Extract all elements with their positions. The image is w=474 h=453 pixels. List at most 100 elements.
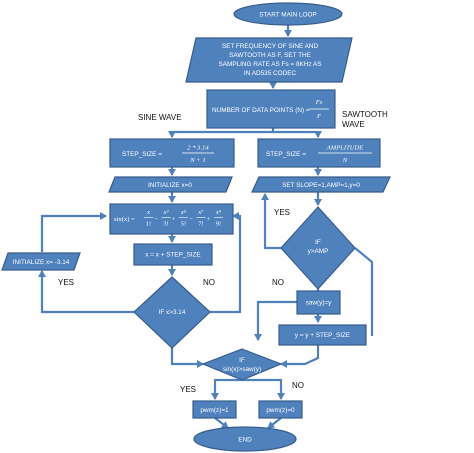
node-num-points: NUMBER OF DATA POINTS (N) = Fs F: [206, 89, 336, 129]
saw-label: saw(y)=y: [306, 300, 333, 307]
saw-step-text: STEP_SIZE =: [266, 151, 306, 158]
sawtooth-label-2: WAVE: [342, 120, 365, 129]
node-pwm0: pwm(z)=0: [258, 400, 303, 419]
sine-term-numerator: x: [146, 209, 150, 216]
saw-step-den: N: [342, 157, 348, 164]
sine-term-numerator: x³: [163, 209, 170, 216]
yes-final-label: YES: [180, 385, 196, 394]
node-if-y: IF y>AMP: [280, 206, 356, 290]
if-y-label-2: y>AMP: [308, 248, 329, 255]
yes-saw-label: YES: [274, 208, 290, 217]
y-increment-rect: [278, 324, 367, 346]
if-y-diamond: [280, 206, 356, 290]
connectors: [38, 25, 374, 429]
arrow-yinc-to-ify: [354, 247, 374, 336]
node-saw-step: STEP_SIZE = AMPLITUDE N: [257, 138, 381, 168]
end-label: END: [238, 437, 252, 444]
sine-term-numerator: x⁷: [197, 209, 204, 216]
sine-term-denominator: 9!: [216, 221, 222, 228]
if-x-label: IF x>3.14: [159, 309, 186, 316]
init-x-parallelogram: [108, 176, 233, 193]
pwm1-label: pwm(z)=1: [200, 407, 229, 414]
no-sine-label: NO: [203, 278, 215, 287]
arrow-numpoints-to-sawstep: [273, 130, 322, 138]
sine-term-denominator: 1!: [146, 221, 152, 228]
sine-step-den: N + 1: [189, 157, 205, 164]
no-saw-label: NO: [272, 278, 284, 287]
pwm0-rect: [258, 400, 303, 419]
sine-term-denominator: 7!: [198, 221, 204, 228]
pwm1-rect: [192, 400, 237, 419]
no-final-label: NO: [292, 381, 304, 390]
node-init-x: INITIALIZE x=0: [108, 176, 233, 193]
if-sin-label-2: sin(x)>saw(y): [223, 366, 261, 373]
init-neg-parallelogram: [1, 252, 81, 271]
node-sine-series: sin(x) = x1!−x³3!+x⁵5!−x⁷7!+x⁹9!: [109, 203, 234, 235]
set-frequency-line-1: SET FREQUENCY OF SINE AND: [222, 43, 319, 50]
node-if-sin: IF sin(x)>saw(y): [201, 348, 283, 381]
end-ellipse: [193, 426, 297, 452]
arrow-ifsin-no-to-pwm0: [242, 378, 285, 400]
node-set-frequency: SET FREQUENCY OF SINE AND SAWTOOTH AS F,…: [185, 37, 353, 83]
set-frequency-line-3: SAMPLING RATE AS Fs = 8KHz AS: [218, 61, 321, 68]
arrow-numpoints-to-sinestep: [168, 128, 275, 138]
arrow-pwm1-to-end: [214, 417, 229, 429]
sine-series-prefix: sin(x) =: [114, 216, 135, 223]
if-sin-diamond: [201, 348, 283, 381]
sine-term-numerator: x⁵: [180, 209, 187, 216]
node-y-increment: y = y + STEP_SIZE: [278, 324, 367, 346]
sine-term-sign: −: [189, 216, 193, 223]
arrow-ify-yes-loop: [261, 193, 281, 250]
sine-term-sign: −: [154, 216, 158, 223]
if-y-label-1: IF: [315, 239, 321, 246]
node-if-x: IF x>3.14: [133, 276, 211, 349]
arrow-ifsin-yes-to-pwm1: [211, 378, 242, 400]
sine-step-num: 2 * 3.14: [187, 145, 209, 152]
set-frequency-parallelogram: [185, 37, 353, 83]
sine-term-denominator: 5!: [181, 221, 187, 228]
arrow-saw-side: [254, 300, 297, 341]
node-sine-step: STEP_SIZE = 2 * 3.14 N + 1: [109, 138, 235, 168]
sawtooth-label-1: SAWTOOTH: [342, 110, 388, 119]
start-label: START MAIN LOOP: [259, 12, 317, 19]
arrow-yinc-to-ifsin: [280, 345, 320, 368]
node-x-increment: x = x + STEP_SIZE: [133, 243, 213, 266]
sine-series-terms: x1!−x³3!+x⁵5!−x⁷7!+x⁹9!: [144, 209, 223, 228]
sine-term-sign: +: [207, 216, 211, 223]
saw-rect: [296, 290, 341, 315]
set-slope-parallelogram: [251, 176, 391, 193]
sine-wave-label: SINE WAVE: [138, 113, 182, 122]
sine-step-text: STEP_SIZE =: [122, 151, 162, 158]
arrow-ifx-no-loop: [210, 212, 242, 314]
saw-step-num: AMPLITUDE: [326, 145, 364, 152]
node-set-slope: SET SLOPE=1,AMP=1,y=0: [251, 176, 391, 193]
set-frequency-line-2: SAWTOOTH AS F, SET THE: [229, 52, 311, 59]
num-points-text: NUMBER OF DATA POINTS (N) =: [212, 107, 310, 114]
init-x-label: INITIALIZE x=0: [148, 182, 192, 189]
num-points-num: Fs: [315, 99, 323, 106]
arrow-pwm0-to-end: [267, 417, 282, 429]
arrow-ifx-yes-to-initneg: [38, 270, 134, 314]
node-init-neg: INITIALIZE x= -3.14: [1, 252, 81, 271]
sine-term-sign: +: [172, 216, 176, 223]
arrow-ifx-to-ifsin: [170, 348, 204, 368]
node-start: START MAIN LOOP: [233, 2, 343, 26]
node-end: END: [193, 426, 297, 452]
sine-term-numerator: x⁹: [215, 209, 222, 216]
node-pwm1: pwm(z)=1: [192, 400, 237, 419]
sine-series-rect: [109, 203, 234, 235]
pwm0-label: pwm(z)=0: [266, 407, 295, 414]
set-frequency-line-4: IN AD535 CODEC: [244, 70, 297, 77]
if-sin-label-1: IF: [239, 357, 245, 364]
num-points-den: F: [316, 113, 322, 120]
start-ellipse: [233, 2, 343, 26]
sine-term-denominator: 3!: [163, 221, 169, 228]
if-x-diamond: [133, 276, 211, 349]
node-saw: saw(y)=y: [296, 290, 341, 315]
init-neg-label: INITIALIZE x= -3.14: [13, 259, 70, 266]
x-increment-label: x = x + STEP_SIZE: [145, 252, 200, 259]
set-slope-label: SET SLOPE=1,AMP=1,y=0: [282, 182, 360, 189]
x-increment-rect: [133, 243, 213, 266]
yes-sine-label: YES: [58, 278, 74, 287]
